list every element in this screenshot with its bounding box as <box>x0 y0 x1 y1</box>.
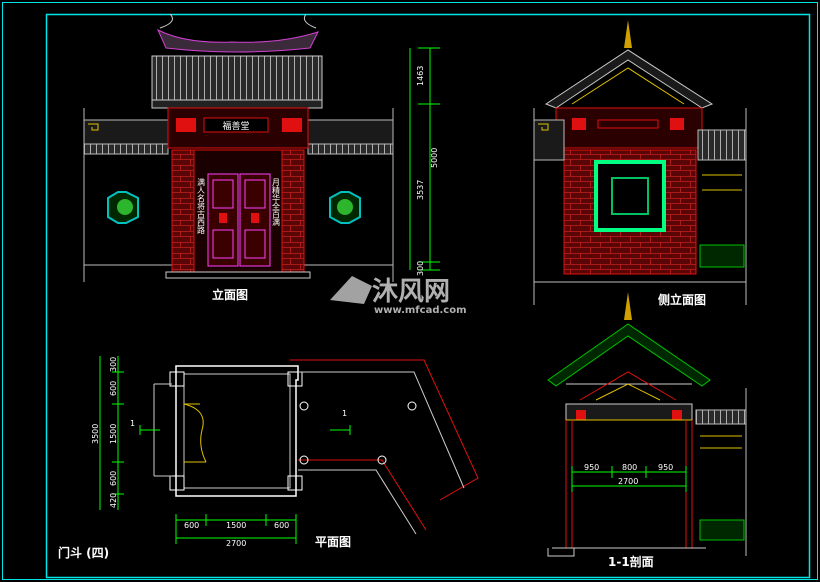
front-dim-300: 300 <box>416 261 425 276</box>
floor-plan: 1 1 300 600 1500 600 420 3500 600 1500 6… <box>91 356 479 548</box>
plan-dim-h600-right: 600 <box>274 521 289 530</box>
plan-dim-600-top: 600 <box>109 381 118 396</box>
plan-dim-h600-left: 600 <box>184 521 199 530</box>
front-dim-3537: 3537 <box>416 180 425 200</box>
side-elevation <box>533 20 747 305</box>
label-front-elevation: 立面图 <box>212 287 248 302</box>
section-dim-800: 800 <box>622 463 637 472</box>
section-dim-950-left: 950 <box>584 463 599 472</box>
section-1-1: 950 800 950 2700 <box>547 292 747 557</box>
watermark-url: www.mfcad.com <box>374 305 467 316</box>
couplet-right: 月精华全百满 <box>272 178 281 227</box>
section-mark-left: 1 <box>130 419 135 428</box>
plan-dim-420: 420 <box>109 493 118 508</box>
front-roof-tiles <box>151 55 323 103</box>
side-lattice-window <box>594 160 666 232</box>
inner-frame <box>45 13 811 579</box>
couplet-left: 满人名将古西路 <box>197 177 206 234</box>
sheet-title: 门斗 (四) <box>58 545 109 560</box>
side-gable-roof <box>544 49 714 109</box>
watermark-logo <box>330 276 372 304</box>
label-section: 1-1剖面 <box>608 554 654 569</box>
plan-dim-1500: 1500 <box>109 424 118 444</box>
label-plan: 平面图 <box>315 535 351 549</box>
plan-dim-h1500: 1500 <box>226 521 246 530</box>
plaque-text: 福善堂 <box>222 120 249 132</box>
section-roof <box>547 323 711 387</box>
front-elevation: 福善堂 满人名将古西路 月精华全百满 1463 5000 3537 300 <box>83 13 440 282</box>
plan-dim-600-bottom: 600 <box>109 471 118 486</box>
section-dim-950-right: 950 <box>658 463 673 472</box>
plan-dim-300: 300 <box>109 357 118 372</box>
front-dim-1463: 1463 <box>416 66 425 86</box>
section-mark-right: 1 <box>342 409 347 418</box>
plan-dim-h2700: 2700 <box>226 539 246 548</box>
front-dim-5000: 5000 <box>430 148 439 168</box>
watermark-brand: 沐风网 <box>372 277 450 307</box>
watermark: 沐风网 www.mfcad.com <box>330 276 467 316</box>
plan-dim-3500: 3500 <box>91 424 100 444</box>
section-dim-2700: 2700 <box>618 477 638 486</box>
label-side-elevation: 侧立面图 <box>658 292 706 307</box>
front-roof-ridge <box>156 28 319 53</box>
